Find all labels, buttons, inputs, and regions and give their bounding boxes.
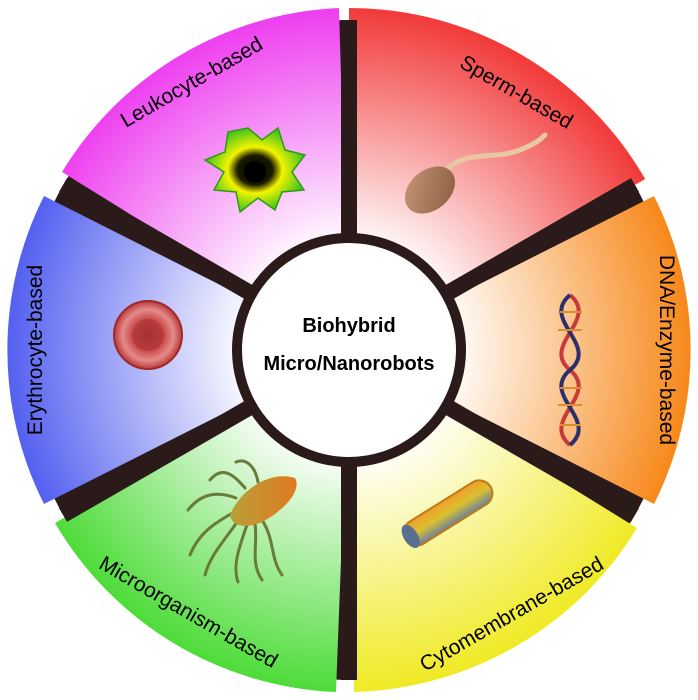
segment-label-erythrocyte: Erythrocyte-based <box>24 265 47 435</box>
microorganism-icon <box>186 459 297 584</box>
leukocyte-icon <box>203 126 307 214</box>
segment-dna-enzyme[interactable] <box>349 196 691 504</box>
sperm-icon <box>404 132 548 214</box>
segment-label-dna-enzyme: DNA/Enzyme-based <box>655 255 678 445</box>
center-hub <box>232 233 466 467</box>
erythrocyte-icon <box>113 300 183 370</box>
cytomembrane-rod-icon <box>401 479 494 548</box>
center-title-line1: Biohybrid <box>302 315 395 337</box>
dna-helix-icon <box>558 293 582 447</box>
center-title-line2: Micro/Nanorobots <box>263 353 434 375</box>
